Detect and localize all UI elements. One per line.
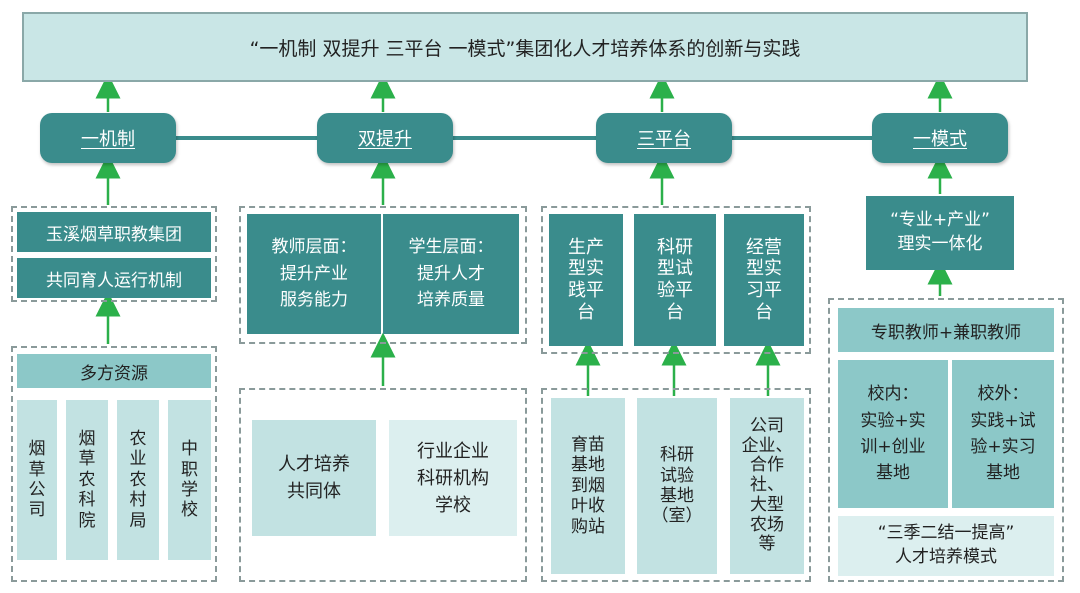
campus-outside-box: 校外： 实践+试 验+实习 基地	[952, 360, 1054, 508]
teachers-box: 专职教师+兼职教师	[838, 308, 1054, 352]
pillar-one-mechanism: 一机制	[40, 113, 176, 163]
dual-levels-group	[239, 206, 527, 344]
resource-tobacco-academy: 烟 草 农 科 院	[66, 400, 108, 560]
platforms-group	[541, 206, 811, 354]
partners-box: 行业企业 科研机构 学校	[389, 420, 517, 536]
resources-title: 多方资源	[17, 354, 211, 388]
base-enterprise-box: 公司 企业、 合作 社、 大型 农场 等	[730, 398, 804, 574]
platform-production-box: 生产 型实 践平 台	[549, 214, 623, 346]
integration-box: “专业+产业” 理实一体化	[866, 196, 1014, 270]
base-nursery-box: 育苗 基地 到烟 叶收 购站	[551, 398, 625, 574]
campus-inside-box: 校内： 实验+实 训+创业 基地	[838, 360, 948, 508]
talent-model-box: “三季二结一提高” 人才培养模式	[838, 516, 1054, 576]
student-level-box: 学生层面： 提升人才 培养质量	[383, 214, 519, 334]
community-group	[239, 388, 527, 582]
pillar-one-model: 一模式	[872, 113, 1008, 163]
platform-business-box: 经营 型实 习平 台	[724, 214, 804, 346]
mechanism-group	[11, 206, 217, 302]
joint-education-box: 共同育人运行机制	[17, 258, 211, 298]
main-title: “一机制 双提升 三平台 一模式”集团化人才培养体系的创新与实践	[22, 12, 1028, 82]
pillar-dual-improvement: 双提升	[317, 113, 453, 163]
resource-agriculture-bureau: 农 业 农 村 局	[117, 400, 159, 560]
bases-group	[541, 388, 811, 582]
teachers-group	[828, 298, 1064, 582]
resource-vocational-school: 中 职 学 校	[168, 400, 211, 560]
resource-tobacco-company: 烟 草 公 司	[17, 400, 57, 560]
talent-community-box: 人才培养 共同体	[252, 420, 376, 536]
base-research-box: 科研 试验 基地 （室）	[637, 398, 717, 574]
platform-research-box: 科研 型试 验平 台	[634, 214, 716, 346]
teacher-level-box: 教师层面： 提升产业 服务能力	[247, 214, 381, 334]
vocational-group-box: 玉溪烟草职教集团	[17, 212, 211, 252]
resources-group	[11, 346, 217, 582]
pillar-three-platforms: 三平台	[596, 113, 732, 163]
